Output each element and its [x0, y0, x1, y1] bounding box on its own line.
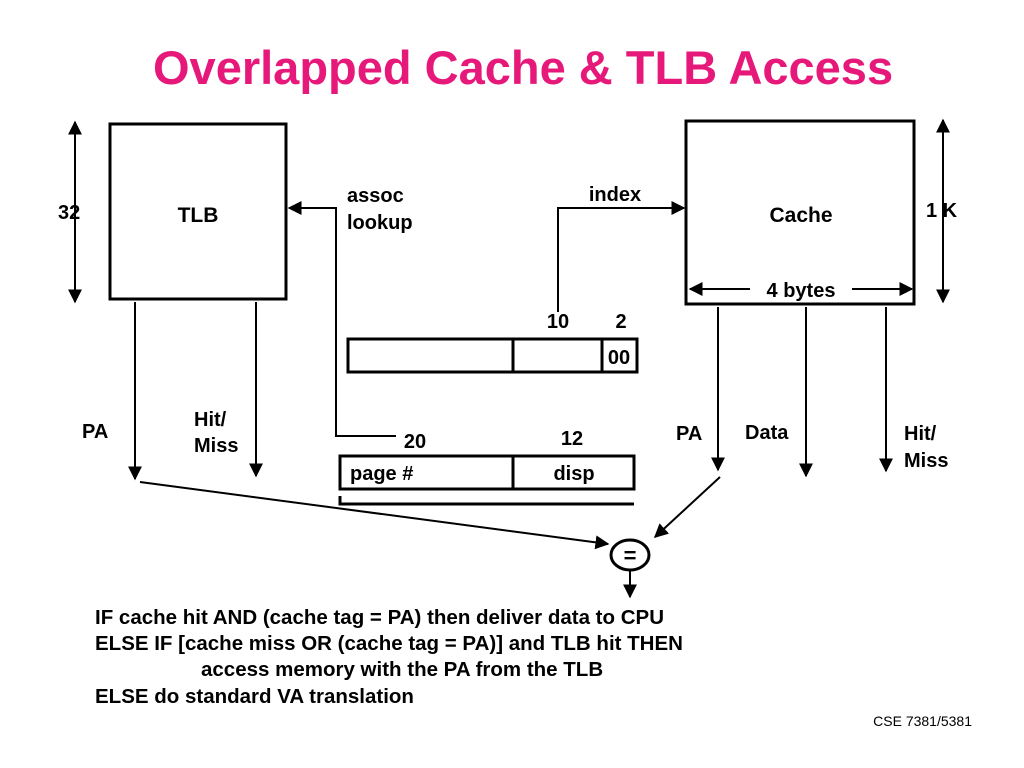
tlb-box: [108, 122, 288, 301]
tlb-pa-label: PA: [82, 421, 108, 443]
offset-bits-label: 2: [615, 311, 626, 333]
tlb-size-label: 32: [58, 202, 80, 224]
assoc-label: assoc: [347, 185, 404, 207]
slide-title: Overlapped Cache & TLB Access: [153, 41, 894, 94]
cache-box: [684, 119, 916, 306]
cache-to-compare-arrow: [653, 476, 721, 538]
assoc-lookup-arrow: [287, 201, 396, 437]
page-bits-label: 20: [404, 431, 426, 453]
disp-bits-label: 12: [561, 428, 583, 450]
tlb-hit-label: Hit/: [194, 409, 227, 431]
virtual-address-register: [338, 454, 636, 491]
footer-course-code: CSE 7381/5381: [873, 713, 972, 729]
cache-hit-label: Hit/: [904, 423, 937, 445]
index-label: index: [589, 184, 641, 206]
index-register: [346, 337, 639, 374]
comparator-label: =: [624, 543, 637, 568]
tlb-label: TLB: [178, 204, 219, 227]
rule-line-1: IF cache hit AND (cache tag = PA) then d…: [95, 606, 664, 629]
cache-miss-label: Miss: [904, 450, 948, 472]
cache-label: Cache: [769, 204, 832, 227]
offset-value: 00: [608, 347, 630, 369]
page-bracket: [338, 496, 634, 506]
cache-width-label: 4 bytes: [767, 280, 836, 302]
rule-line-4: ELSE do standard VA translation: [95, 685, 414, 708]
index-arrow: [557, 201, 686, 312]
rule-line-3: access memory with the PA from the TLB: [201, 658, 604, 681]
rule-line-2: ELSE IF [cache miss OR (cache tag = PA)]…: [95, 632, 683, 655]
tlb-to-compare-arrow: [139, 481, 610, 550]
page-number-label: page #: [350, 463, 413, 485]
comparator: [609, 538, 651, 572]
cache-data-label: Data: [745, 422, 789, 444]
index-bits-label: 10: [547, 311, 569, 333]
disp-label: disp: [553, 463, 594, 485]
lookup-label: lookup: [347, 212, 413, 234]
cache-pa-label: PA: [676, 423, 702, 445]
tlb-miss-label: Miss: [194, 435, 238, 457]
cache-size-label: 1 K: [926, 200, 958, 222]
